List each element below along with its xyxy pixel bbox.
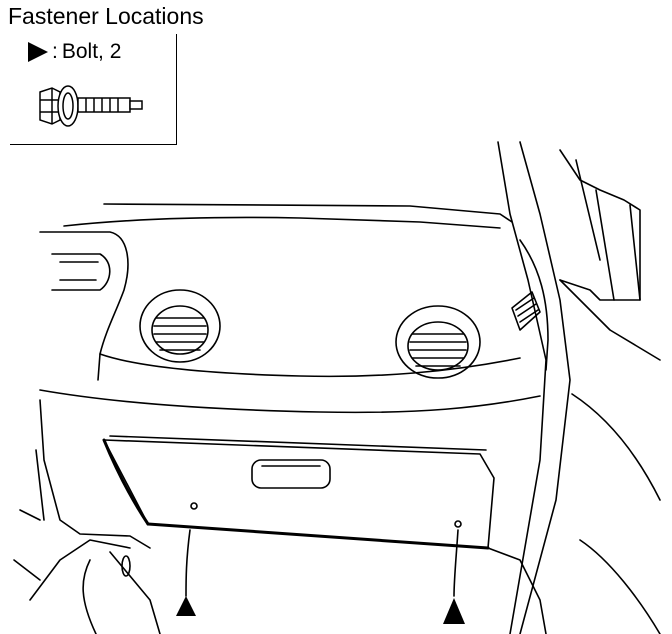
page-title: Fastener Locations bbox=[8, 3, 204, 29]
door-frame bbox=[559, 149, 641, 301]
leader-line-left bbox=[185, 529, 191, 597]
bolt-icon bbox=[39, 85, 143, 127]
leader-line-right bbox=[453, 529, 459, 597]
dash-face bbox=[99, 353, 521, 378]
glove-box-handle bbox=[251, 459, 331, 489]
legend-label-bolt: Bolt, 2 bbox=[61, 40, 122, 63]
glove-box bbox=[102, 435, 495, 550]
left-side-vent-outline bbox=[51, 253, 111, 291]
right-air-vent bbox=[395, 305, 481, 379]
dash-front-contour bbox=[39, 231, 129, 381]
bolt-marker-right-icon bbox=[443, 598, 465, 624]
bolt-hole-right bbox=[454, 520, 462, 528]
a-pillar-left-edge bbox=[497, 141, 547, 634]
fastener-legend: : Bolt, 2 bbox=[10, 34, 178, 146]
legend-row-bolt: : Bolt, 2 bbox=[28, 40, 121, 64]
dash-top-edge bbox=[103, 203, 513, 223]
bolt-marker-left-icon bbox=[176, 596, 196, 616]
legend-frame bbox=[10, 34, 177, 145]
a-pillar-right-edge bbox=[519, 141, 571, 634]
bolt-hole-left bbox=[190, 502, 198, 510]
left-air-vent bbox=[139, 289, 221, 363]
dash-top-inner bbox=[63, 216, 501, 229]
legend-separator: : bbox=[52, 40, 58, 63]
solid-right-triangle-icon bbox=[28, 42, 48, 62]
side-defrost-vent bbox=[511, 291, 541, 331]
